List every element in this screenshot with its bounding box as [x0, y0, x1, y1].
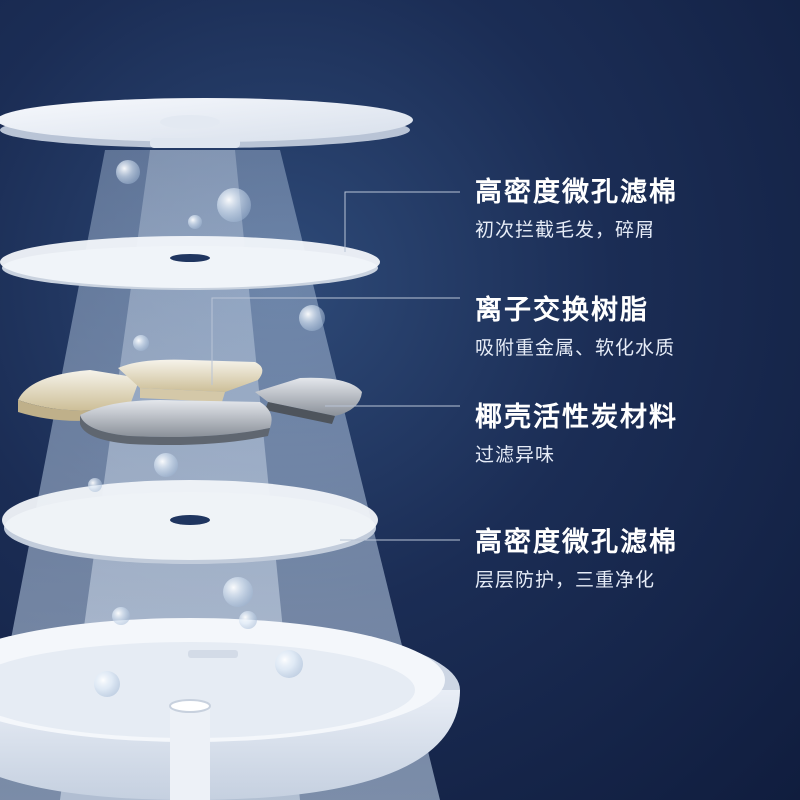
callout-connectors — [211, 191, 460, 541]
callout-subtitle: 初次拦截毛发，碎屑 — [475, 219, 656, 241]
callout-title: 离子交换树脂 — [475, 295, 649, 326]
callout-title: 高密度微孔滤棉 — [475, 527, 678, 558]
callout-subtitle: 吸附重金属、软化水质 — [475, 337, 676, 359]
callout-filter-cotton-bottom: 高密度微孔滤棉 层层防护，三重净化 — [475, 525, 678, 593]
callout-filter-cotton-top: 高密度微孔滤棉 初次拦截毛发，碎屑 — [475, 175, 678, 243]
bubble — [299, 305, 325, 331]
bubble — [223, 577, 253, 607]
bubble — [154, 453, 178, 477]
callout-coconut-carbon: 椰壳活性炭材料 过滤异味 — [475, 400, 678, 468]
bubble — [188, 215, 202, 229]
filter-cotton-top — [0, 236, 380, 290]
connector-1 — [344, 191, 460, 252]
callout-ion-exchange-resin: 离子交换树脂 吸附重金属、软化水质 — [475, 293, 675, 361]
top-lid — [0, 98, 413, 148]
filter-cotton-bottom — [2, 480, 378, 564]
callout-subtitle: 过滤异味 — [475, 444, 556, 466]
bubble — [94, 671, 120, 697]
water-bubbles — [88, 160, 325, 697]
connector-2 — [211, 297, 460, 385]
bubble — [116, 160, 140, 184]
bubble — [217, 188, 251, 222]
bubble — [239, 611, 257, 629]
callout-title: 高密度微孔滤棉 — [475, 177, 678, 208]
callout-subtitle: 层层防护，三重净化 — [475, 569, 656, 591]
base-bowl — [0, 618, 460, 800]
bubble — [133, 335, 149, 351]
bubble — [275, 650, 303, 678]
bubble — [112, 607, 130, 625]
callout-title: 椰壳活性炭材料 — [475, 402, 678, 433]
bubble — [88, 478, 102, 492]
